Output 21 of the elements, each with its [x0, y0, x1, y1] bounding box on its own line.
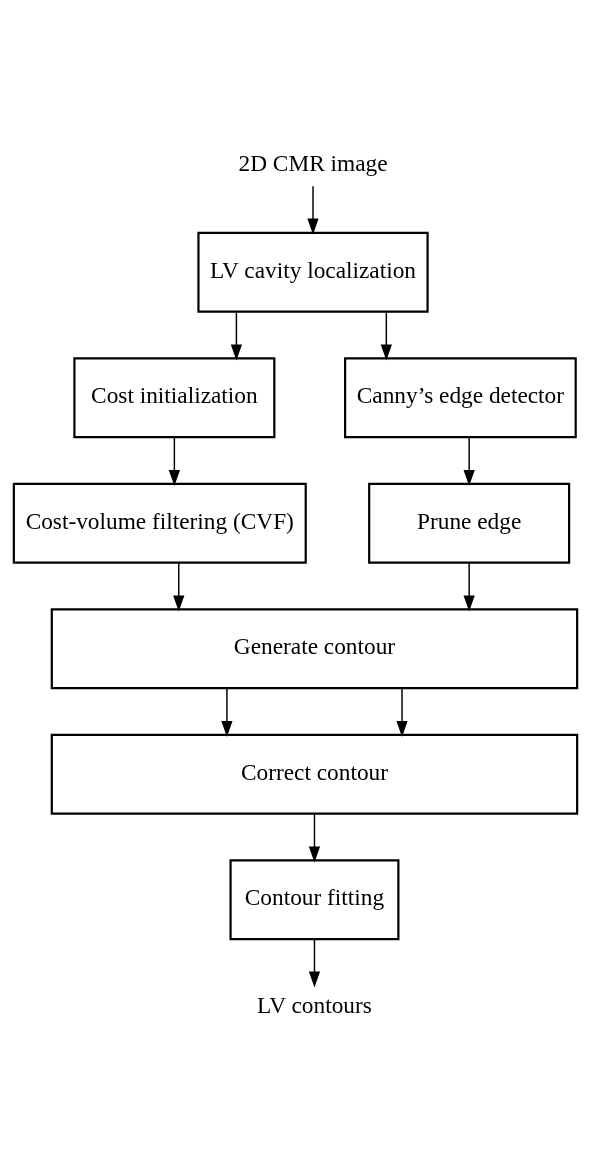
arrow — [230, 310, 243, 360]
node-text: 2D CMR image — [238, 149, 388, 176]
node-box: Cost initialization — [73, 356, 276, 438]
arrow — [221, 687, 233, 737]
node-box: LV cavity localization — [197, 231, 429, 313]
arrow — [308, 938, 321, 988]
arrow — [463, 436, 475, 486]
arrow — [396, 687, 408, 737]
arrow — [168, 436, 180, 486]
arrow — [307, 184, 319, 235]
node-box: Prune edge — [368, 482, 571, 564]
arrow — [380, 310, 392, 360]
node-box: Canny’s edge detector — [344, 356, 577, 438]
node-box: Cost-volume filtering (CVF) — [12, 482, 307, 564]
node-box: Contour fitting — [229, 858, 400, 940]
node-box: Generate contour — [50, 607, 579, 689]
arrow — [173, 561, 185, 611]
node-text: LV contours — [257, 991, 372, 1018]
arrow — [308, 812, 321, 862]
arrow — [463, 561, 475, 611]
node-box: Correct contour — [50, 733, 579, 815]
